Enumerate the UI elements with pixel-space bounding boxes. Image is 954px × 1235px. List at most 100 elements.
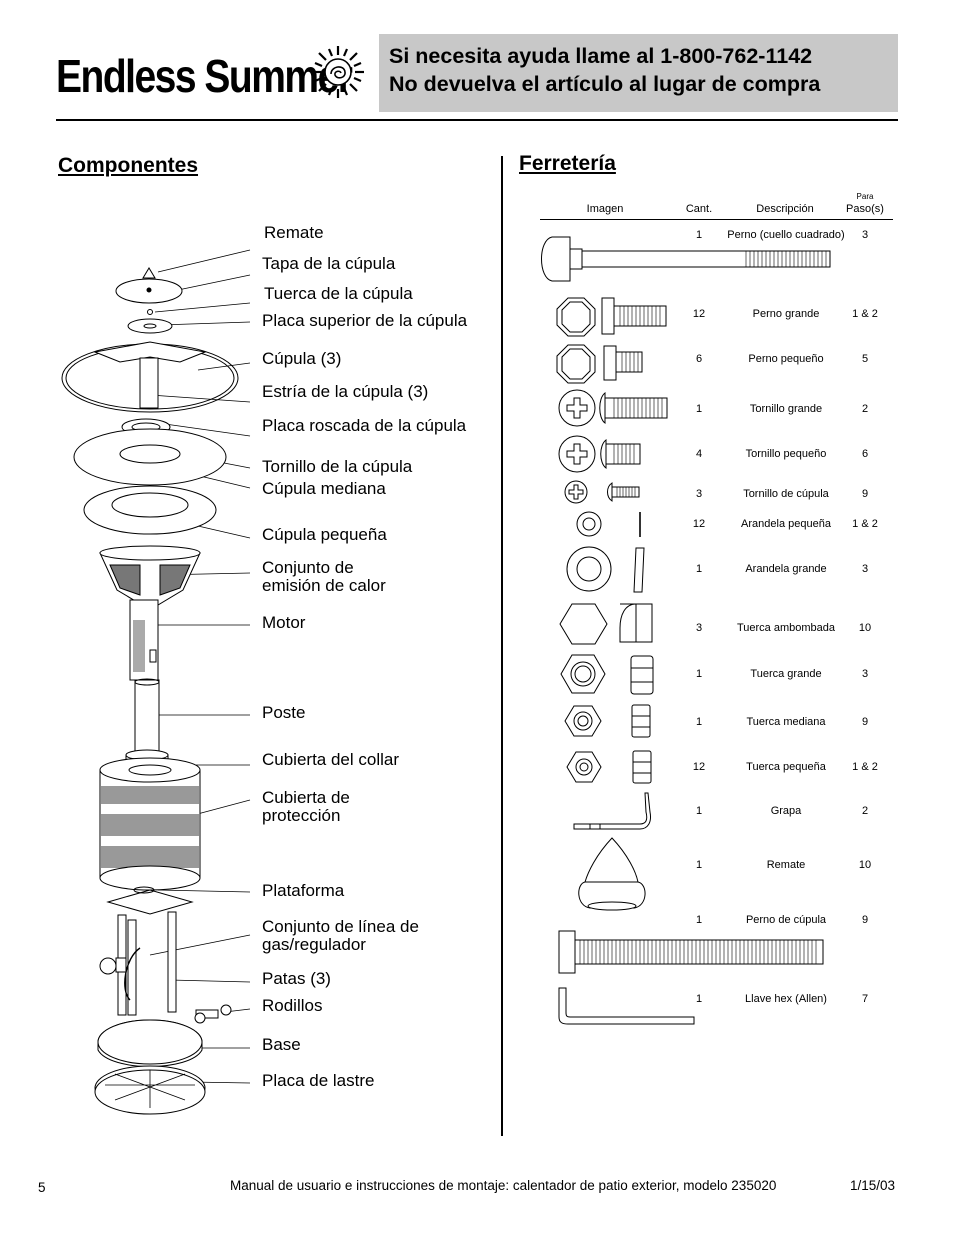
hardware-desc-cell: Tuerca mediana (746, 716, 826, 728)
hardware-step-cell: 6 (861, 448, 869, 460)
col-header-qty: Cant. (685, 203, 713, 215)
small-washer-icon (576, 511, 641, 537)
small-bolt-icon (556, 344, 643, 384)
hardware-desc-cell: Tornillo pequeño (745, 448, 827, 460)
col-header-desc: Descripción (756, 203, 814, 215)
header-rule (56, 119, 898, 121)
component-label: Cúpula mediana (262, 479, 386, 498)
component-label: Remate (264, 223, 324, 242)
hardware-step-cell: 9 (861, 914, 869, 926)
hardware-qty-cell: 12 (692, 761, 706, 773)
hardware-qty-cell: 12 (692, 308, 706, 320)
hardware-desc-cell: Remate (766, 859, 806, 871)
hardware-qty-cell: 12 (692, 518, 706, 530)
hardware-step-cell: 7 (861, 993, 869, 1005)
component-label: Conjunto de emisión de calor (262, 558, 386, 595)
large-screw-icon (558, 389, 668, 427)
large-washer-icon (566, 546, 645, 593)
hardware-qty-cell: 1 (695, 229, 703, 241)
small-nut-icon (566, 750, 652, 784)
col-header-step: Paso(s) (846, 203, 884, 215)
hardware-qty-cell: 1 (695, 859, 703, 871)
component-label: Patas (3) (262, 969, 331, 988)
component-label: Placa de lastre (262, 1071, 375, 1090)
component-label: Tornillo de la cúpula (262, 457, 413, 476)
footer-title: Manual de usuario e instrucciones de mon… (230, 1178, 777, 1193)
help-line-phone: Si necesita ayuda llame al 1-800-762-114… (389, 44, 813, 68)
component-label: Motor (262, 613, 306, 632)
hardware-desc-cell: Tuerca ambombada (736, 622, 836, 634)
footer-date: 1/15/03 (850, 1178, 896, 1193)
col-header-image: Imagen (586, 203, 624, 215)
hardware-desc-cell: Grapa (770, 805, 802, 817)
hardware-step-cell: 5 (861, 353, 869, 365)
component-label: Plataforma (262, 881, 345, 900)
help-line-return: No devuelva el artículo al lugar de comp… (389, 72, 821, 96)
component-label: Tapa de la cúpula (262, 254, 396, 273)
component-label: Placa roscada de la cúpula (262, 416, 467, 435)
hardware-qty-cell: 3 (695, 488, 703, 500)
hardware-desc-cell: Perno (cuello cuadrado) (727, 229, 845, 241)
hardware-step-cell: 10 (858, 859, 872, 871)
clip-icon (573, 792, 651, 830)
hardware-desc-cell: Perno pequeño (748, 353, 824, 365)
hardware-step-cell: 9 (861, 488, 869, 500)
component-label: Placa superior de la cúpula (262, 311, 468, 330)
component-label: Cubierta de protección (262, 788, 350, 825)
medium-nut-icon (564, 704, 651, 738)
hardware-step-cell: 3 (861, 668, 869, 680)
finial-icon (578, 837, 646, 911)
hardware-qty-cell: 1 (695, 563, 703, 575)
help-banner: Si necesita ayuda llame al 1-800-762-114… (379, 34, 898, 112)
component-label: Cúpula (3) (262, 349, 342, 368)
hardware-desc-cell: Perno de cúpula (745, 914, 827, 926)
component-label: Base (262, 1035, 301, 1054)
hardware-step-cell: 1 & 2 (852, 518, 878, 530)
large-bolt-icon (556, 297, 667, 337)
hardware-step-cell: 3 (861, 229, 869, 241)
hardware-qty-cell: 1 (695, 993, 703, 1005)
hardware-qty-cell: 4 (695, 448, 703, 460)
small-screw-icon (558, 435, 641, 473)
carriage-bolt-icon (541, 236, 831, 282)
hardware-title: Ferretería (519, 152, 616, 175)
hardware-desc-cell: Tuerca grande (750, 668, 822, 680)
hardware-qty-cell: 1 (695, 403, 703, 415)
components-title: Componentes (58, 154, 199, 177)
component-label: Cúpula pequeña (262, 525, 387, 544)
component-label: Tuerca de la cúpula (264, 284, 413, 303)
dome-bolt-icon (558, 930, 824, 974)
hardware-qty-cell: 3 (695, 622, 703, 634)
component-label: Rodillos (262, 996, 323, 1015)
hardware-step-cell: 1 & 2 (852, 308, 878, 320)
hex-key-icon (558, 987, 695, 1025)
component-label: Cubierta del collar (262, 750, 400, 769)
hardware-desc-cell: Tornillo de cúpula (743, 488, 829, 500)
hardware-qty-cell: 6 (695, 353, 703, 365)
hardware-desc-cell: Tornillo grande (749, 403, 823, 415)
component-label: Poste (262, 703, 306, 722)
hardware-qty-cell: 1 (695, 914, 703, 926)
component-label: Estría de la cúpula (3) (262, 382, 429, 401)
col-header-step-small: Para (856, 192, 874, 201)
hardware-step-cell: 2 (861, 805, 869, 817)
hardware-step-cell: 1 & 2 (852, 761, 878, 773)
hardware-desc-cell: Perno grande (752, 308, 820, 320)
hardware-desc-cell: Arandela grande (745, 563, 827, 575)
hardware-qty-cell: 1 (695, 805, 703, 817)
cap-nut-icon (559, 603, 653, 645)
table-header-rule (540, 219, 893, 220)
hardware-step-cell: 3 (861, 563, 869, 575)
large-nut-icon (560, 654, 654, 695)
hardware-desc-cell: Arandela pequeña (741, 518, 831, 530)
hardware-step-cell: 10 (858, 622, 872, 634)
column-divider (501, 156, 503, 1136)
component-label: Conjunto de línea de gas/regulador (262, 917, 419, 954)
page-number: 5 (38, 1180, 46, 1195)
dome-screw-icon (564, 480, 640, 504)
brand-logo-text: Endless Summer (56, 52, 353, 103)
hardware-step-cell: 2 (861, 403, 869, 415)
hardware-qty-cell: 1 (695, 668, 703, 680)
